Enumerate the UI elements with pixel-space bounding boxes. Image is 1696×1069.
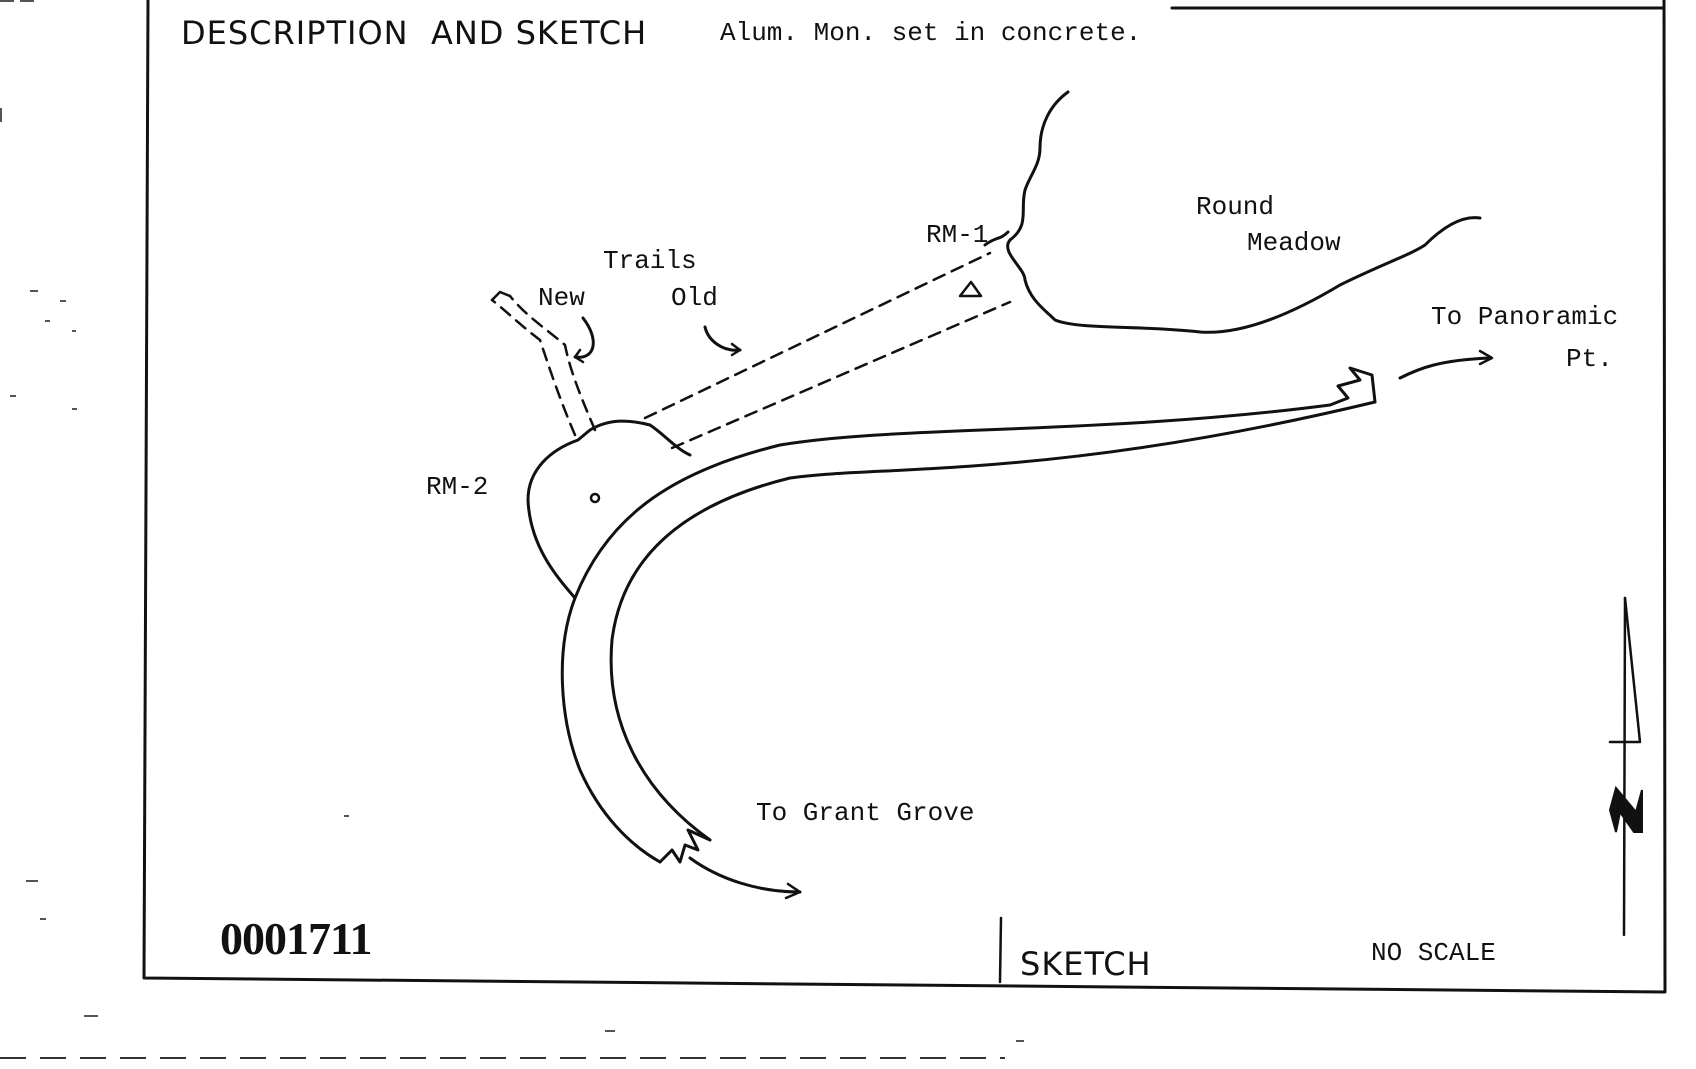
label-rm1: RM-1 (926, 220, 989, 250)
road-outer-upper (573, 403, 1332, 600)
grant-grove-arrow (688, 856, 802, 894)
label-pt: Pt. (1566, 344, 1613, 374)
section-title: DESCRIPTION AND SKETCH (181, 14, 648, 52)
new-leader-head (573, 348, 585, 364)
triangle-station (958, 280, 983, 298)
road-inner-edge (609, 400, 1377, 842)
monument-description: Alum. Mon. set in concrete. (720, 18, 1142, 48)
label-to-grant-grove: To Grant Grove (756, 798, 975, 828)
road-south-break (658, 828, 712, 864)
scan-specks (0, 0, 1024, 1042)
new-trail-left (490, 298, 577, 437)
label-round: Round (1196, 192, 1275, 222)
footer-divider (998, 916, 1003, 984)
label-trails: Trails (603, 246, 697, 276)
grant-grove-arrow-head (784, 882, 802, 900)
label-new: New (538, 283, 585, 313)
sketch-footer-label: SKETCH (1020, 945, 1152, 983)
rm1-leader (983, 230, 1010, 247)
north-arrow-head (1608, 596, 1642, 744)
label-meadow: Meadow (1247, 228, 1341, 258)
north-arrow-shaft (1622, 596, 1627, 937)
old-trail-lower (670, 300, 1012, 450)
label-to-panoramic: To Panoramic (1431, 302, 1619, 332)
panoramic-arrow-head (1478, 349, 1494, 366)
old-leader (703, 325, 742, 352)
rm2-mark (589, 492, 601, 504)
north-arrow-n (1608, 785, 1643, 833)
scale-note: NO SCALE (1371, 938, 1496, 968)
old-trail-upper (643, 251, 992, 420)
new-trail-right (508, 294, 597, 432)
old-leader-head (730, 342, 742, 357)
road-outer-edge (560, 596, 662, 864)
new-trail-end (490, 290, 512, 302)
road-east-break (1328, 366, 1377, 407)
label-old: Old (671, 283, 718, 313)
rm2-area (526, 419, 692, 600)
label-rm2: RM-2 (426, 472, 489, 502)
meadow-outline (1006, 90, 1482, 334)
form-border (142, 0, 1667, 994)
panoramic-arrow (1398, 356, 1492, 380)
document-number: 0001711 (220, 913, 372, 964)
new-leader (573, 316, 595, 359)
